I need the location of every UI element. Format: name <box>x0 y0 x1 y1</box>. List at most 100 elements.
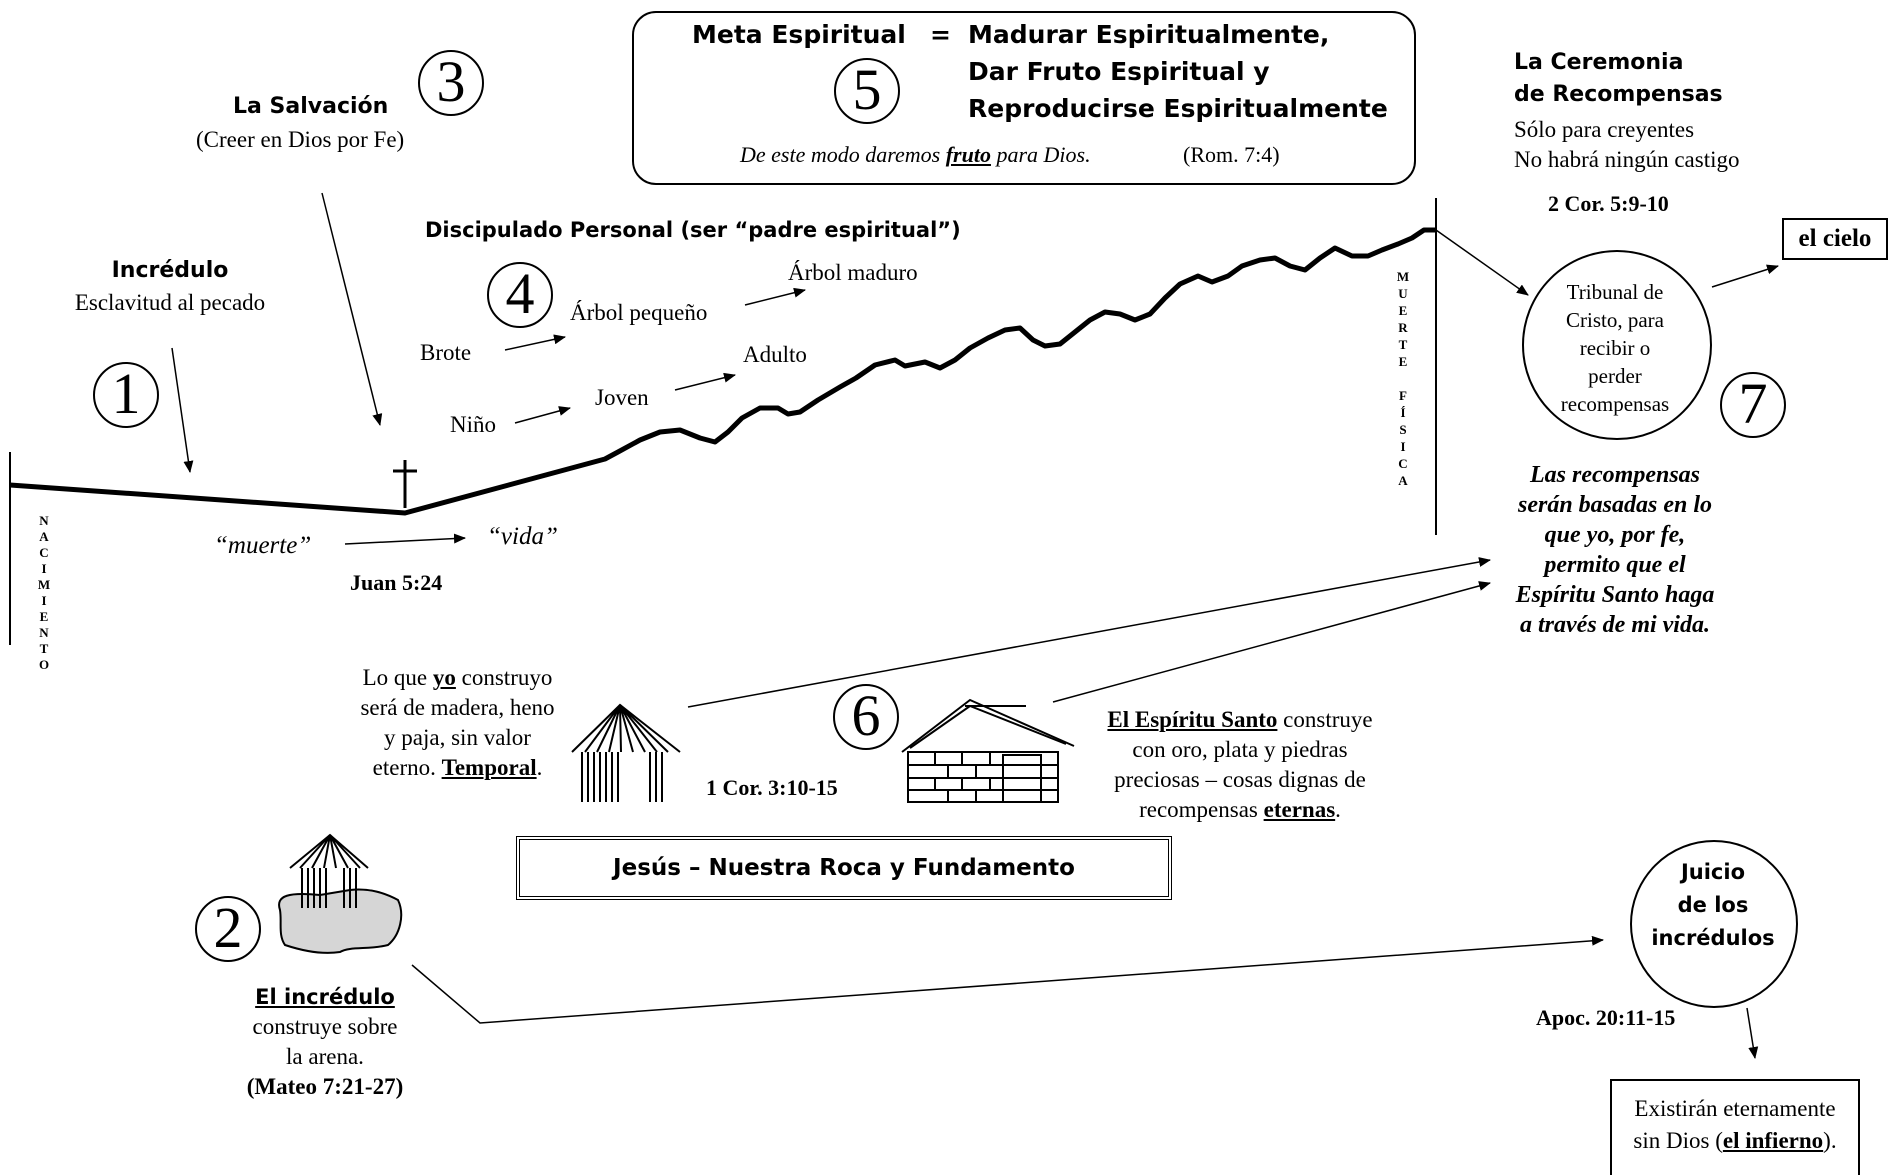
temporal-line-3: y paja, sin valor <box>384 725 531 750</box>
espiritu-line-4: recompensas eternas. <box>1090 795 1390 825</box>
apoc-ref: Apoc. 20:11-15 <box>1536 1005 1676 1030</box>
juicio-text: Juicio de los incrédulos <box>1630 856 1796 955</box>
label-adulto: Adulto <box>743 342 807 367</box>
arena-text: El incrédulo construye sobre la arena. (… <box>215 982 435 1102</box>
infierno-l2-post: ). <box>1823 1128 1837 1153</box>
arrow-nino <box>514 406 571 424</box>
sand-hut <box>289 833 369 908</box>
muerte-letter: T <box>1398 337 1408 352</box>
nacimiento-letter: E <box>39 609 49 624</box>
temporal-l4-word: Temporal <box>441 755 537 780</box>
ceremonia-title-2: de Recompensas <box>1514 82 1723 107</box>
arrow-muerte-vida <box>344 533 466 545</box>
meta-verse-ref: (Rom. 7:4) <box>1183 142 1280 167</box>
number-1-badge: 1 <box>93 362 159 428</box>
discipulado-title: Discipulado Personal (ser “padre espirit… <box>425 218 961 242</box>
arrow-to-cielo <box>1711 264 1779 288</box>
espiritu-l4-word: eternas <box>1263 797 1336 822</box>
meta-line2: Dar Fruto Espiritual y <box>968 57 1270 86</box>
muerte-letter-gap <box>1395 370 1411 387</box>
meta-line1: Madurar Espiritualmente, <box>968 20 1330 49</box>
recompensas-line: serán basadas en lo <box>1517 492 1713 518</box>
muerte-letter: C <box>1398 456 1408 471</box>
temporal-text: Lo que yo construyo será de madera, heno… <box>340 663 575 783</box>
recompensas-line: Las recompensas <box>1530 462 1700 488</box>
muerte-letter: U <box>1398 286 1408 301</box>
juicio-line-2: de los <box>1677 893 1749 917</box>
temporal-line-1: Lo que yo construyo <box>340 663 575 693</box>
number-6-badge: 6 <box>833 684 899 750</box>
temporal-l1-yo: yo <box>432 665 456 690</box>
muerte-letter: Í <box>1400 405 1406 420</box>
salvacion-text: (Creer en Dios por Fe) <box>196 127 405 152</box>
espiritu-line-2: con oro, plata y piedras <box>1132 737 1348 762</box>
muerte-letter: E <box>1398 303 1408 318</box>
juicio-circle <box>1630 840 1798 1008</box>
meta-verse-word: fruto <box>945 142 991 167</box>
recompensas-line: que yo, por fe, <box>1544 522 1686 548</box>
meta-equals: = <box>930 20 951 49</box>
infierno-line-1: Existirán eternamente <box>1634 1096 1836 1121</box>
meta-verse-post: para Dios. <box>990 142 1091 167</box>
espiritu-line-1: El Espíritu Santo construye <box>1090 705 1390 735</box>
straw-hut <box>571 703 681 802</box>
tribunal-line: perder <box>1588 364 1642 388</box>
espiritu-l1-post: construye <box>1277 707 1373 732</box>
muerte-letter: I <box>1400 439 1406 454</box>
arrow-joven <box>674 372 736 391</box>
infierno-l2-word: el infierno <box>1722 1128 1824 1153</box>
nacimiento-letter: N <box>39 625 49 640</box>
nacimiento-letter: A <box>39 529 49 544</box>
ceremonia-title-1: La Ceremonia <box>1514 50 1684 75</box>
temporal-l4-pre: eterno. <box>372 755 442 780</box>
brick-house <box>901 698 1075 803</box>
ceremonia-line-2: No habrá ningún castigo <box>1514 147 1740 172</box>
arena-line-1: construye sobre <box>252 1014 398 1039</box>
number-7-badge: 7 <box>1720 372 1786 438</box>
tribunal-line: Cristo, para <box>1566 308 1664 332</box>
meta-verse-pre: De este modo daremos <box>740 142 946 167</box>
temporal-line-4: eterno. Temporal. <box>340 753 575 783</box>
espiritu-text: El Espíritu Santo construye con oro, pla… <box>1090 705 1390 825</box>
espiritu-l1-u: El Espíritu Santo <box>1107 707 1278 732</box>
muerte-letter: E <box>1398 354 1408 369</box>
juicio-line-3: incrédulos <box>1651 926 1775 950</box>
arrow-to-juicio <box>411 935 1604 1024</box>
fundamento-box: Jesús – Nuestra Roca y Fundamento <box>516 836 1172 900</box>
temporal-line-2: será de madera, heno <box>360 695 555 720</box>
number-5-badge: 5 <box>834 58 900 124</box>
juicio-line-1: Juicio <box>1680 860 1746 884</box>
cor-ref: 1 Cor. 3:10-15 <box>706 775 838 800</box>
arrow-salvacion <box>321 192 383 426</box>
number-2-badge: 2 <box>195 896 261 962</box>
ceremonia-ref: 2 Cor. 5:9-10 <box>1548 191 1669 216</box>
tribunal-line: recibir o <box>1579 336 1651 360</box>
infierno-l2-pre: sin Dios ( <box>1633 1128 1723 1153</box>
label-arbol-maduro: Árbol maduro <box>788 260 918 285</box>
number-4-badge: 4 <box>487 262 553 328</box>
meta-espiritual-box <box>632 11 1416 185</box>
nacimiento-letter: O <box>38 657 50 672</box>
nacimiento-letter: C <box>39 545 49 560</box>
arrow-brote <box>504 334 566 351</box>
muerte-letter: R <box>1398 320 1408 335</box>
nacimiento-letter: M <box>37 577 51 592</box>
label-nino: Niño <box>450 412 496 437</box>
sand-rock <box>278 888 403 954</box>
arrow-eterno <box>1052 581 1491 703</box>
incredulo-title: Incrédulo <box>111 258 229 283</box>
arena-ref: (Mateo 7:21-27) <box>246 1074 404 1099</box>
label-brote: Brote <box>420 340 472 365</box>
muerte-letter: F <box>1399 388 1407 403</box>
nacimiento-letter: I <box>41 561 47 576</box>
tribunal-line: Tribunal de <box>1566 280 1664 304</box>
label-joven: Joven <box>595 385 649 410</box>
infierno-box: Existirán eternamente sin Dios (el infie… <box>1610 1079 1860 1175</box>
temporal-l4-post: . <box>536 755 543 780</box>
muerte-letter: S <box>1399 422 1407 437</box>
vida-label: “vida” <box>487 523 558 550</box>
arrow-to-tribunal <box>1435 229 1529 296</box>
espiritu-line-3: preciosas – cosas dignas de <box>1114 767 1366 792</box>
arrow-incredulo <box>171 347 194 473</box>
